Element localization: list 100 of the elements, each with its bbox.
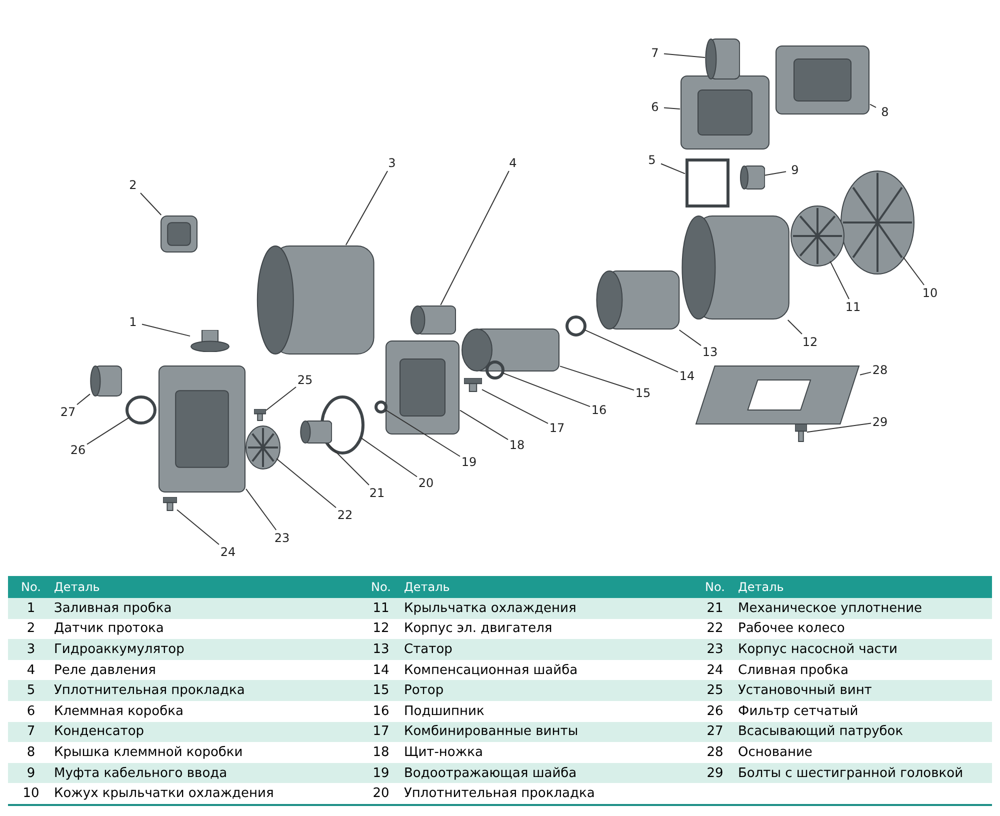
leader-line <box>328 444 370 486</box>
part-number: 9 <box>26 766 36 781</box>
impeller-drawing <box>245 425 281 470</box>
callout-number: 29 <box>872 415 888 429</box>
part-number: 21 <box>706 600 724 616</box>
callout-number: 14 <box>679 369 695 383</box>
callout-number: 6 <box>651 100 659 114</box>
part-number: 12 <box>372 621 390 636</box>
callout-number: 4 <box>509 156 517 170</box>
leader-line <box>664 53 706 58</box>
column-header: Деталь <box>404 580 450 594</box>
callout-number: 28 <box>872 363 888 377</box>
part-number: 8 <box>26 744 36 760</box>
hex-bolt-drawing <box>795 424 807 442</box>
washer-drawing <box>374 400 388 414</box>
rotor-drawing <box>460 328 560 372</box>
leader-line <box>345 170 388 246</box>
part-number: 4 <box>26 662 36 678</box>
callout-number: 16 <box>591 403 607 417</box>
leader-line <box>360 437 418 478</box>
capacitor-drawing <box>705 38 740 80</box>
callout-number: 10 <box>922 286 938 300</box>
pump-housing-drawing <box>158 365 246 493</box>
part-number: 6 <box>26 704 36 719</box>
leader-line <box>806 422 872 433</box>
callout-number: 24 <box>220 545 236 559</box>
leader-line <box>584 329 678 372</box>
callout-number: 22 <box>337 508 353 522</box>
callout-number: 13 <box>702 345 718 359</box>
part-name: Уплотнительная прокладка <box>404 786 595 802</box>
column-header: No. <box>370 580 392 594</box>
part-number: 18 <box>372 744 390 760</box>
callout-number: 1 <box>129 315 137 329</box>
part-name: Корпус насосной части <box>738 642 898 657</box>
callout-number: 27 <box>60 405 76 419</box>
part-name: Комбинированные винты <box>404 724 578 740</box>
part-number: 13 <box>372 642 390 657</box>
part-name: Статор <box>404 642 452 657</box>
part-name: Уплотнительная прокладка <box>54 683 245 698</box>
callout-number: 25 <box>297 373 313 387</box>
part-name: Основание <box>738 744 812 760</box>
leader-line <box>482 389 548 424</box>
tank-drawing <box>255 245 375 355</box>
part-number: 2 <box>26 621 36 636</box>
leader-line <box>440 170 510 306</box>
leader-line <box>678 330 702 346</box>
leader-line <box>142 324 190 337</box>
stator-drawing <box>595 270 680 330</box>
suction-pipe-drawing <box>90 365 122 397</box>
bearing-drawing <box>485 360 505 380</box>
callout-number: 5 <box>648 153 656 167</box>
part-number: 1 <box>26 600 36 616</box>
part-name: Клеммная коробка <box>54 704 184 719</box>
part-name: Реле давления <box>54 662 156 678</box>
callout-number: 11 <box>845 300 861 314</box>
gasket-drawing <box>685 158 730 208</box>
drain-plug-drawing <box>163 497 177 511</box>
callout-number: 26 <box>70 443 86 457</box>
base-plate-drawing <box>695 365 860 425</box>
part-number: 23 <box>706 642 724 657</box>
set-screw-drawing <box>254 409 266 421</box>
leader-line <box>460 410 508 440</box>
leader-line <box>787 320 802 334</box>
part-name: Водоотражающая шайба <box>404 766 577 781</box>
terminal-box-drawing <box>680 75 770 150</box>
part-number: 29 <box>706 766 724 781</box>
leader-line <box>902 256 925 286</box>
leader-line <box>384 409 460 457</box>
part-name: Подшипник <box>404 704 484 719</box>
leader-line <box>660 163 686 174</box>
screw-drawing <box>464 378 482 392</box>
cooling-fan-drawing <box>790 205 845 267</box>
part-name: Гидроаккумулятор <box>54 642 184 657</box>
part-name: Установочный винт <box>738 683 872 698</box>
end-shield-drawing <box>385 340 460 435</box>
part-name: Датчик протока <box>54 621 164 636</box>
leader-line <box>860 372 872 376</box>
leader-line <box>140 192 162 216</box>
callout-number: 21 <box>369 486 385 500</box>
callout-number: 9 <box>791 163 799 177</box>
part-name: Крышка клеммной коробки <box>54 744 243 760</box>
part-name: Болты с шестигранной головкой <box>738 766 964 781</box>
leader-line <box>870 104 876 108</box>
part-number: 15 <box>372 683 390 698</box>
part-name: Ротор <box>404 683 444 698</box>
pressure-switch-drawing <box>410 305 456 335</box>
part-name: Компенсационная шайба <box>404 662 578 678</box>
part-name: Всасывающий патрубок <box>738 724 904 740</box>
part-name: Конденсатор <box>54 724 144 740</box>
part-name: Муфта кабельного ввода <box>54 766 228 781</box>
part-name: Щит-ножка <box>404 744 483 760</box>
callout-number: 23 <box>274 531 290 545</box>
part-name: Фильтр сетчатый <box>738 704 858 719</box>
leader-line <box>86 416 130 445</box>
column-header: No. <box>20 580 42 594</box>
part-number: 28 <box>706 744 724 760</box>
callout-number: 3 <box>388 156 396 170</box>
part-name: Крыльчатка охлаждения <box>404 600 576 616</box>
part-number: 7 <box>26 724 36 740</box>
column-header: Деталь <box>738 580 784 594</box>
